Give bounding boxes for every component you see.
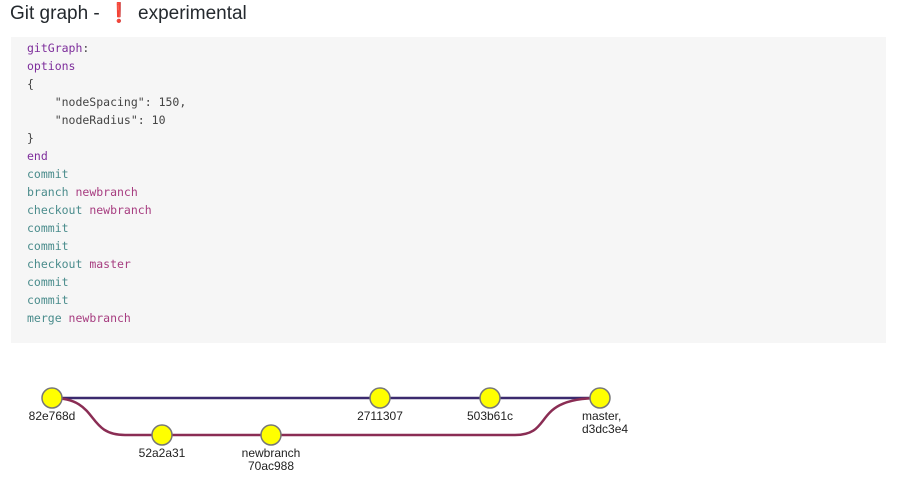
code-line: "nodeRadius": 10 [27, 111, 886, 129]
commit-node[interactable] [369, 387, 391, 409]
code-line: "nodeSpacing": 150, [27, 93, 886, 111]
commit-node[interactable] [260, 424, 282, 446]
commit-label: 503b61c [467, 409, 513, 423]
code-line: commit [27, 291, 886, 309]
code-line: branch newbranch [27, 183, 886, 201]
code-line: commit [27, 165, 886, 183]
section-heading: Git graph - ❗ experimental [10, 2, 247, 26]
code-token: : [82, 41, 90, 55]
code-line: gitGraph: [27, 39, 886, 57]
code-token: "nodeRadius" [27, 113, 138, 127]
commit-node[interactable] [589, 387, 611, 409]
code-token: commit [27, 275, 69, 289]
code-line: checkout master [27, 255, 886, 273]
code-token: "nodeSpacing" [27, 95, 145, 109]
code-token: end [27, 149, 48, 163]
commit-label: 82e768d [29, 409, 76, 423]
commit-label: d3dc3e4 [582, 422, 628, 436]
code-token: { [27, 77, 34, 91]
commit-label: 52a2a31 [139, 446, 186, 460]
code-token: commit [27, 293, 69, 307]
code-line: end [27, 147, 886, 165]
code-line: options [27, 57, 886, 75]
code-token: } [27, 131, 34, 145]
code-token: newbranch [89, 203, 152, 217]
commit-label: newbranch [242, 446, 301, 460]
code-token: checkout [27, 257, 90, 271]
code-token: commit [27, 239, 69, 253]
code-token: 150 [158, 95, 180, 109]
code-token: newbranch [75, 185, 138, 199]
code-token: 10 [151, 113, 166, 127]
code-token: gitGraph [27, 41, 83, 55]
code-line: checkout newbranch [27, 201, 886, 219]
code-line: commit [27, 273, 886, 291]
code-token: commit [27, 167, 69, 181]
code-token: : [144, 95, 159, 109]
code-token: checkout [27, 203, 90, 217]
code-line: } [27, 129, 886, 147]
graph-edges [50, 396, 602, 437]
exclamation-icon: ❗ [107, 3, 131, 24]
code-block: gitGraph: options { "nodeSpacing": 150, "n… [11, 37, 886, 343]
code-token: commit [27, 221, 69, 235]
commit-node[interactable] [41, 387, 63, 409]
commit-label: 2711307 [357, 409, 403, 423]
code-token: newbranch [68, 311, 131, 325]
code-token: master [89, 257, 131, 271]
commit-node[interactable] [151, 424, 173, 446]
heading-prefix: Git graph - [10, 3, 100, 24]
code-token: branch [27, 185, 76, 199]
commit-label: master, [582, 409, 621, 423]
code-token: : [137, 113, 152, 127]
code-token: merge [27, 311, 69, 325]
code-line: merge newbranch [27, 309, 886, 327]
commit-node[interactable] [479, 387, 501, 409]
code-line: commit [27, 237, 886, 255]
heading-suffix: experimental [138, 3, 247, 24]
code-line: commit [27, 219, 886, 237]
newbranch-line [50, 396, 602, 437]
graph-nodes [41, 387, 611, 446]
commit-label: 70ac988 [248, 459, 294, 473]
code-token: , [179, 95, 187, 109]
code-token: options [27, 59, 76, 73]
code-line: { [27, 75, 886, 93]
